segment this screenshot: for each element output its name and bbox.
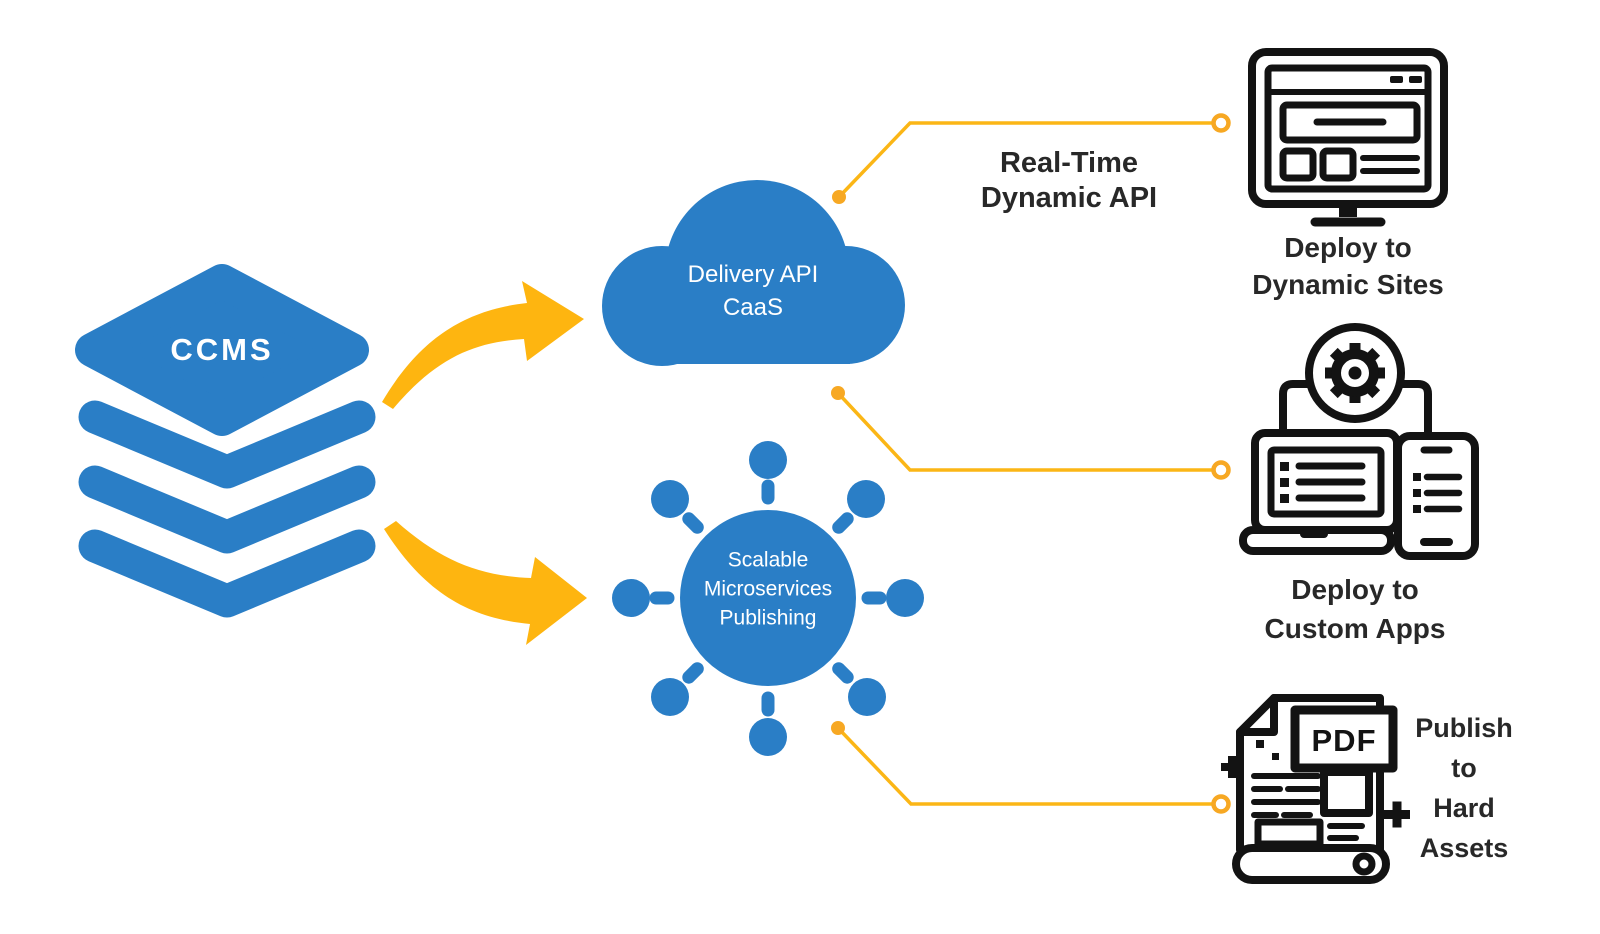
- stack-layer: [78, 465, 376, 554]
- stack-top-layer: [75, 264, 369, 436]
- plus-icon: [1221, 756, 1243, 778]
- custom-apps-label: Deploy to Custom Apps: [1265, 570, 1446, 648]
- label-line: Real-Time: [999, 147, 1139, 179]
- connector-cloud-to-apps: [831, 386, 1231, 480]
- pdf-badge: [1290, 705, 1398, 773]
- hub-spokes: [649, 479, 887, 717]
- connector-hub-to-assets: [831, 721, 1231, 814]
- plus-icon: [1384, 801, 1410, 828]
- arrow-to-cloud-icon: [382, 281, 584, 409]
- page-curl: [1232, 844, 1390, 884]
- browser-monitor-icon: [1248, 48, 1448, 227]
- label-line: Deploy to: [1291, 574, 1419, 605]
- arrow-to-hub-icon: [384, 521, 587, 645]
- satellite-node: [848, 678, 886, 716]
- label-line: CaaS: [722, 294, 784, 321]
- hard-assets-label: Publish to Hard Assets: [1415, 708, 1513, 868]
- devices-gear-icon: [1239, 323, 1479, 560]
- label-line: Dynamic Sites: [1252, 269, 1444, 300]
- label-line: Hard: [1433, 793, 1495, 823]
- label-line: Scalable: [727, 548, 809, 572]
- ccms-stack-icon: [75, 264, 376, 618]
- dynamic-sites-label: Deploy to Dynamic Sites: [1252, 229, 1443, 303]
- connector-cloud-to-sites: [832, 113, 1231, 204]
- label-line: CCMS: [170, 332, 274, 367]
- label-line: Microservices: [703, 577, 833, 601]
- satellite-node: [651, 480, 689, 518]
- label-line: Dynamic API: [980, 182, 1158, 214]
- label-line: Assets: [1419, 833, 1509, 863]
- satellite-node: [612, 579, 650, 617]
- label-line: to: [1451, 753, 1477, 783]
- pdf-badge-text: PDF: [1312, 723, 1377, 758]
- satellite-node: [749, 718, 787, 756]
- label-line: Publish: [1415, 713, 1513, 743]
- hub-center-circle: [680, 510, 856, 686]
- label-line: Custom Apps: [1264, 613, 1446, 644]
- realtime-api-label: Real-Time Dynamic API: [981, 146, 1157, 216]
- pdf-document-icon: PDF: [1221, 694, 1410, 884]
- ccms-label: CCMS: [170, 332, 273, 368]
- stack-layer: [78, 400, 376, 489]
- satellite-node: [847, 480, 885, 518]
- satellite-node: [886, 579, 924, 617]
- satellite-node: [651, 678, 689, 716]
- cloud-label: Delivery API CaaS: [688, 258, 819, 324]
- satellite-node: [749, 441, 787, 479]
- cloud-icon: [602, 180, 905, 366]
- label-line: Delivery API: [687, 261, 819, 288]
- stack-layer: [78, 529, 376, 618]
- microservices-hub-icon: [612, 441, 924, 756]
- hub-label: Scalable Microservices Publishing: [704, 546, 832, 633]
- label-line: Publishing: [719, 606, 817, 630]
- label-line: Deploy to: [1284, 232, 1412, 263]
